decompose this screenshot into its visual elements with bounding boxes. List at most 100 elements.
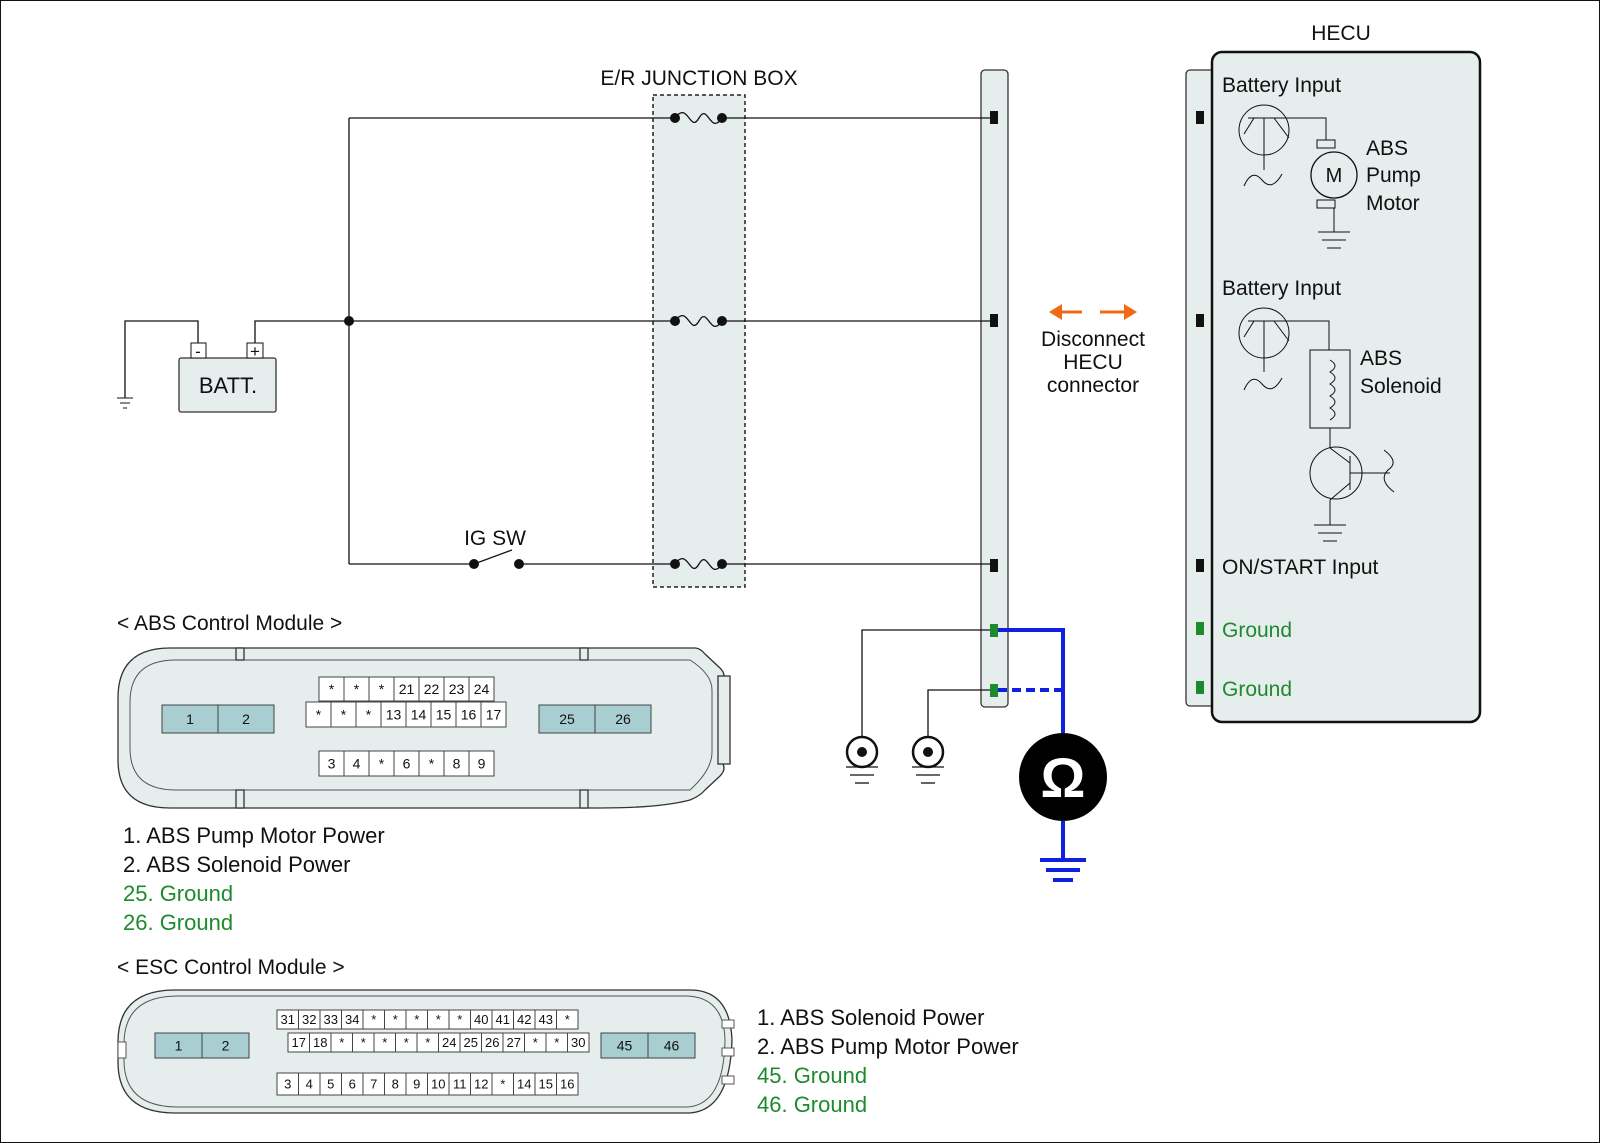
pin-number: 45 (617, 1038, 633, 1054)
pin-cell (393, 676, 420, 702)
pin-cell (600, 1032, 649, 1059)
pin-number: 27 (507, 1035, 521, 1050)
pin-number: 32 (302, 1012, 316, 1027)
pin-cell (368, 750, 395, 777)
pin-number: * (329, 681, 335, 697)
pin-number: * (339, 1035, 344, 1050)
ground-point-icon (911, 735, 945, 784)
pin-number: 31 (281, 1012, 295, 1027)
esc-module-title: < ESC Control Module > (117, 956, 345, 979)
pin-number: 6 (349, 1077, 356, 1092)
pin-number: 40 (474, 1012, 488, 1027)
pin-number: 11 (453, 1077, 467, 1092)
pin-number: 25 (559, 711, 575, 727)
pin-cell (393, 750, 420, 777)
ohm-symbol: Ω (1041, 746, 1086, 809)
pin-number: 8 (453, 756, 461, 772)
legend-item: 45. Ground (757, 1063, 867, 1088)
pin-cell (556, 1072, 579, 1096)
solenoid-icon (1309, 349, 1351, 448)
pin-cell (455, 701, 482, 728)
pin-cell (318, 676, 345, 702)
pin-cell (556, 1009, 579, 1030)
hecu-pin (1196, 111, 1204, 124)
pin-number: * (379, 681, 385, 697)
pin-number: * (361, 1035, 366, 1050)
motor-icon: M (1310, 139, 1358, 249)
fuse-icon (670, 111, 727, 125)
battery (178, 357, 277, 413)
pin-number: 33 (324, 1012, 338, 1027)
legend-item: 1. ABS Pump Motor Power (123, 823, 385, 848)
pin-number: 26 (485, 1035, 499, 1050)
pin-number: 23 (449, 681, 465, 697)
hecu-ground-1: Ground (1222, 619, 1292, 642)
abs-legend: 1. ABS Pump Motor Power 2. ABS Solenoid P… (123, 823, 385, 935)
pin-number: 2 (222, 1038, 230, 1054)
pin-number: 1 (186, 711, 194, 727)
pin-number: 5 (327, 1077, 334, 1092)
pin-number: 21 (399, 681, 415, 697)
pin-cell (380, 701, 407, 728)
pin-number: * (565, 1012, 570, 1027)
hecu-pin-ground (1196, 681, 1204, 694)
svg-text:+: + (250, 342, 260, 361)
pin-number: 25 (464, 1035, 478, 1050)
pin-number: 30 (571, 1035, 585, 1050)
hecu-battery-input-2: Battery Input (1222, 277, 1341, 300)
hecu-harness-connector (980, 69, 1009, 708)
pin-number: 4 (306, 1077, 313, 1092)
harness-pin-ground (990, 684, 998, 697)
pin-cell (217, 704, 275, 734)
ground-point-icon (845, 735, 879, 784)
pin-number: 26 (615, 711, 631, 727)
pin-cell (305, 701, 332, 728)
pin-number: 9 (413, 1077, 420, 1092)
pin-number: 9 (478, 756, 486, 772)
transistor-icon (1238, 307, 1330, 391)
pin-number: 22 (424, 681, 440, 697)
pin-number: * (371, 1012, 376, 1027)
pin-number: 14 (411, 707, 427, 723)
hecu-pin (1196, 314, 1204, 327)
legend-item: 46. Ground (757, 1092, 867, 1117)
legend-item: 26. Ground (123, 910, 233, 935)
hecu-on-start-input: ON/START Input (1222, 556, 1379, 579)
pin-cell (443, 750, 470, 777)
double-arrow-icon (1049, 304, 1137, 320)
ohmmeter-icon (1019, 733, 1107, 821)
harness-connector-strip (980, 69, 1009, 708)
fuse-icon (670, 314, 727, 328)
pin-cell (161, 704, 219, 734)
legend-item: 2. ABS Solenoid Power (123, 852, 350, 877)
pin-number: 8 (392, 1077, 399, 1092)
pin-number: * (436, 1012, 441, 1027)
svg-text:M: M (1326, 165, 1343, 187)
disconnect-line-3: connector (1047, 374, 1139, 397)
ig-switch-label: IG SW (464, 527, 526, 550)
pin-number: 17 (486, 707, 502, 723)
pin-number: 18 (313, 1035, 327, 1050)
pin-cell (468, 750, 495, 777)
pump-motor-label-1: ABS (1366, 137, 1408, 160)
junction-box-outline (652, 94, 746, 588)
hecu-pin-ground (1196, 622, 1204, 635)
pin-number: * (500, 1077, 505, 1092)
hecu-pin (1196, 559, 1204, 572)
disconnect-line-2: HECU (1063, 351, 1123, 374)
disconnect-line-1: Disconnect (1041, 328, 1145, 351)
pin-cell (418, 750, 445, 777)
pump-motor-label-3: Motor (1366, 192, 1420, 215)
pin-number: * (404, 1035, 409, 1050)
pin-number: * (366, 707, 372, 723)
transistor-icon (1309, 446, 1395, 542)
pin-number: * (316, 707, 322, 723)
pin-number: * (457, 1012, 462, 1027)
pin-cell (343, 676, 370, 702)
pin-number: 16 (560, 1077, 574, 1092)
